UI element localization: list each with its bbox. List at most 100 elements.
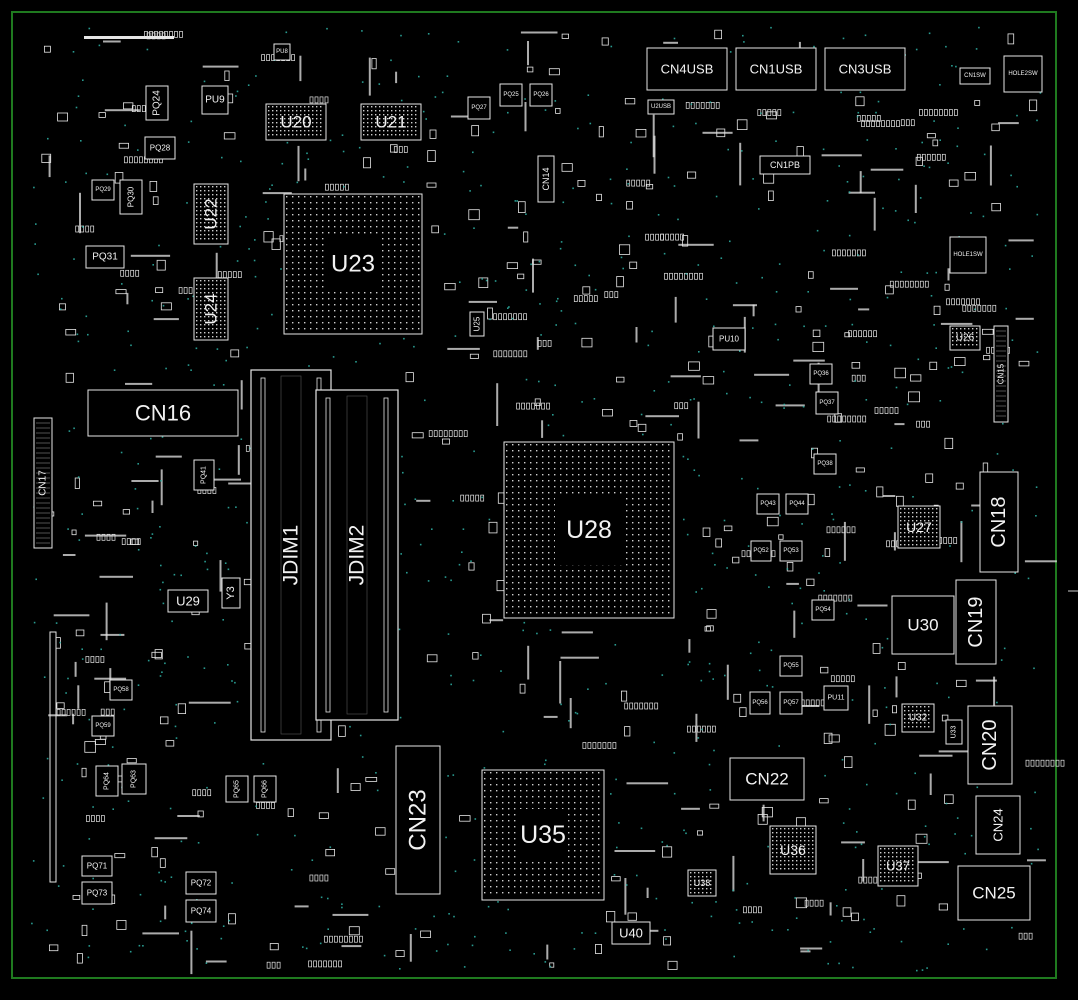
pin-row [319,96,324,104]
via [341,903,343,905]
via [187,364,190,366]
component-label-u25: U25 [473,316,482,331]
smd-pad [808,271,814,279]
silk-line [450,115,481,118]
pin-row [192,789,197,797]
component-outline [749,691,771,715]
silk-line [868,685,871,724]
component-outline [395,745,441,895]
component-outline [959,67,991,85]
pin-row [926,420,930,428]
pin-row [992,304,997,312]
pin-row [838,594,843,602]
pin-row [541,402,545,410]
via [160,879,163,882]
smd-pad [624,726,631,737]
pin-row [542,340,547,347]
pin-row [403,146,408,153]
pin-row [503,350,508,358]
smd-pad [662,846,673,858]
component-pq74: PQ74 [185,899,217,923]
component-outline [193,459,215,491]
smd-pad [819,798,829,804]
silk-line [164,905,167,920]
pin-row [178,287,183,294]
smd-pad [506,262,519,270]
component-outline [785,493,809,515]
via [735,909,738,911]
pin-row [876,115,881,122]
smd-pad [478,277,489,288]
via [73,427,75,430]
silk-line [848,191,875,194]
pin-row [941,153,946,161]
component-label-u35: U35 [520,821,566,849]
silk-line [626,782,669,785]
silk-line [919,754,953,757]
component-label-u21: U21 [375,113,406,132]
smd-pad [426,182,437,188]
via [220,937,223,940]
smd-pad [824,548,831,557]
silk-line [99,575,133,578]
pin-row [858,330,862,338]
via [1036,213,1039,216]
component-label-jdim2: JDIM2 [346,525,369,586]
smd-pad [855,96,865,107]
component-label-u37: U37 [886,859,910,874]
via [480,654,482,656]
ball-grid [900,508,938,546]
via [923,836,926,838]
via [885,706,888,709]
smd-pad [151,847,158,858]
smd-pad [611,876,621,882]
pin-row [866,120,870,127]
via [651,330,653,333]
via [574,322,577,325]
smd-pad [405,372,414,383]
via [206,568,209,571]
component-label-cn19: CN19 [965,596,987,647]
smd-pad [702,376,715,385]
component-u25: U25 [469,311,485,337]
smd-pad [982,328,994,335]
pin-row [687,725,691,733]
component-label-pq25: PQ25 [503,92,519,98]
via [898,178,900,181]
via [970,212,972,214]
smd-pad [855,467,865,473]
smd-pad [626,201,633,210]
pin-row [690,102,695,109]
via [88,27,91,30]
via [921,141,923,144]
component-label-u32: U32 [909,713,928,724]
via [82,226,84,228]
via [462,170,465,173]
smd-pad [786,562,794,572]
via [978,26,980,29]
component-pu8: PU8 [273,43,291,61]
pin-row [96,815,100,822]
via [525,378,528,381]
via [85,315,88,318]
smd-pad [932,139,939,147]
via [87,956,90,959]
via [146,48,149,51]
smd-pad [518,201,526,213]
via [963,928,965,930]
smd-pad [806,578,815,586]
via [549,629,552,631]
silk-line [109,668,112,690]
pin-row [862,249,866,257]
pin-row [916,153,921,161]
component-pq55: PQ55 [779,655,803,677]
smd-pad [778,534,784,540]
component-cn16: CN16 [87,389,239,437]
via [307,158,310,160]
pin-row [592,742,597,749]
via [59,308,62,310]
via [840,91,842,94]
pin-row [832,415,837,423]
via [822,555,824,557]
via [403,181,405,183]
